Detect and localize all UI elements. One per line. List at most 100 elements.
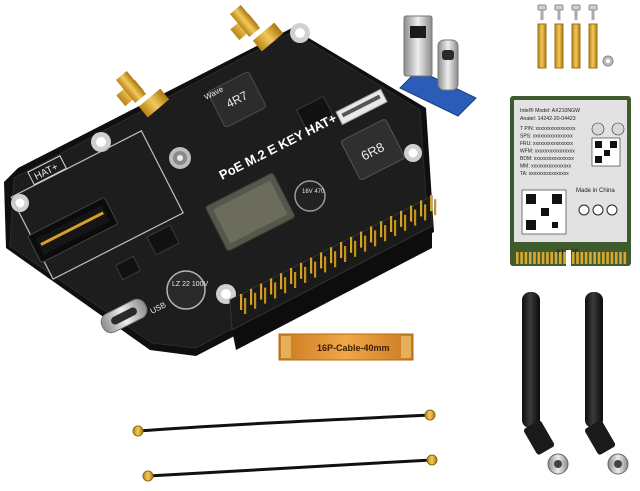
card-edge-pin [584,252,588,264]
svg-text:LZ 22 100V: LZ 22 100V [172,281,209,288]
gpio-pin [430,195,433,212]
brass-standoff [588,23,598,69]
screw-shaft [557,10,561,20]
card-spec-line: SPS: xxxxxxxxxxxxxxxx [520,134,573,140]
gpio-pin [344,246,347,262]
ipex-cable-bottom [142,454,438,482]
gpio-pin [364,235,367,252]
gpio-pin [354,240,357,257]
chip [114,255,142,281]
ipex-cable-top [132,409,436,437]
gpio-pin [260,283,263,300]
standoff-screw [169,147,191,169]
screw-shaft [574,10,578,20]
card-edge-pin [550,252,553,264]
card-edge-pin [559,252,562,264]
inductor-4r7: 4R7 [207,71,266,128]
card-edge-pin [524,252,528,264]
gpio-pin [404,214,407,231]
card-edge-pin [576,252,579,264]
wifi-card: Intel® Model: AX210NGW Anatel: 14242-20-… [510,96,631,268]
mounting-holes [11,23,422,304]
gpio-pin [250,288,253,305]
sma-connector-left [115,71,170,118]
card-edge-pin [546,252,549,264]
gpio-pin [434,199,437,216]
gpio-pin [320,252,323,269]
gpio-pin [294,272,297,288]
card-spec-line: BDM: xxxxxxxxxxxxxxxx [520,156,574,162]
gpio-pin [274,282,277,299]
card-spec-line: T P/N: xxxxxxxxxxxxxxxx [520,126,576,132]
card-edge-pin [528,252,532,264]
gpio-pin [330,247,333,264]
inductor-6r8: 6R8 [341,119,405,180]
screws-standoffs [537,4,614,69]
poe-hat-board: HAT+ 4R7 6R8 [4,5,437,356]
gpio-pin [340,242,343,258]
capacitor-large: LZ 22 100V [166,270,209,310]
poe-transformer [205,172,295,251]
screw [537,4,547,11]
card-edge-pin [554,252,558,264]
card-spec-line: FRU: xxxxxxxxxxxxxxxx [520,141,574,147]
brass-standoff [537,23,547,69]
card-edge-pin [589,252,592,264]
card-edge-pin [593,252,596,264]
gpio-pin [384,225,387,242]
antenna-left [522,292,569,475]
screw [571,4,581,11]
gpio-pin [414,209,417,226]
gpio-pin [280,273,283,290]
fpc-cable: 16P-Cable-40mm [278,333,414,361]
card-edge-pin [516,252,519,264]
gpio-pin [324,256,327,273]
qr-code-bottom [521,189,567,235]
gpio-pin [240,294,243,310]
svg-text:Anatel: 14242-20-04423: Anatel: 14242-20-04423 [520,116,576,122]
antenna-right [584,292,629,475]
gpio-pin [394,220,397,236]
gpio-pin [420,200,423,217]
usb-c-port [100,298,148,334]
gpio-header [229,195,437,350]
gpio-pin [270,278,273,295]
made-in-label: Made in China [576,188,615,194]
screw [554,4,564,11]
card-edge-pin [614,252,618,264]
gpio-pin [290,268,293,284]
card-edge-pin [533,252,536,264]
m2-slot [27,197,118,263]
card-edge-pin [606,252,609,264]
gpio-pin [314,261,317,278]
capacitor-small: 16V 470 [294,180,326,212]
card-edge-pin [571,252,575,264]
card-edge-pin [610,252,614,264]
card-spec-line: MM: xxxxxxxxxxxxxxxx [520,164,572,170]
sma-connector-right [229,5,284,52]
card-spec-line: TA: xxxxxxxxxxxxxxxx [520,171,569,177]
card-edge-pin [537,252,541,264]
chip [146,224,180,256]
screw-shaft [591,10,595,20]
card-edge-pin [597,252,601,264]
chip [295,95,335,131]
gpio-pin [284,277,287,294]
card-edge-pin [580,252,584,264]
gpio-pin [334,251,337,268]
gpio-pin [400,210,403,227]
gpio-pin [380,221,383,238]
gpio-pin [244,298,247,314]
brass-standoff [554,23,564,69]
gpio-pin [410,205,413,222]
card-spec-line: WFM: xxxxxxxxxxxxxxxx [520,149,575,155]
gpio-pin [254,292,257,309]
gpio-pin [390,216,393,232]
screw-shaft [540,10,544,20]
fpc-connector [335,88,388,126]
card-edge-pin [563,252,566,264]
screw [588,4,598,11]
usb-adapter [399,15,477,117]
